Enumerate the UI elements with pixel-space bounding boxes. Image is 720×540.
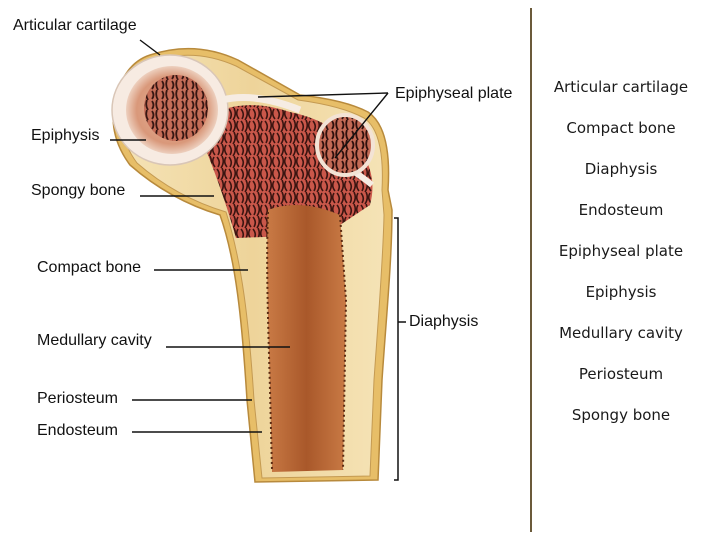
label-epiphysis: Epiphysis bbox=[31, 127, 99, 145]
label-endosteum: Endosteum bbox=[37, 422, 118, 440]
word-bank-item: Epiphyseal plate bbox=[541, 242, 701, 260]
word-bank-item: Articular cartilage bbox=[541, 78, 701, 96]
label-periosteum: Periosteum bbox=[37, 390, 118, 408]
label-articular-cartilage: Articular cartilage bbox=[13, 17, 137, 35]
word-bank-item: Compact bone bbox=[541, 119, 701, 137]
diaphysis-bracket bbox=[394, 218, 398, 480]
medullary-cavity-region bbox=[267, 205, 346, 472]
label-compact-bone: Compact bone bbox=[37, 259, 141, 277]
label-spongy-bone: Spongy bone bbox=[31, 182, 125, 200]
word-bank-item: Endosteum bbox=[541, 201, 701, 219]
word-bank-item: Medullary cavity bbox=[541, 324, 701, 342]
word-bank-item: Epiphysis bbox=[541, 283, 701, 301]
leader-articular-cartilage bbox=[140, 40, 160, 55]
word-bank-item: Diaphysis bbox=[541, 160, 701, 178]
label-medullary-cavity: Medullary cavity bbox=[37, 332, 152, 350]
label-epiphyseal-plate: Epiphyseal plate bbox=[395, 85, 512, 103]
label-diaphysis: Diaphysis bbox=[409, 313, 478, 331]
word-bank-item: Periosteum bbox=[541, 365, 701, 383]
femoral-head-spongy bbox=[144, 75, 208, 141]
word-bank-item: Spongy bone bbox=[541, 406, 701, 424]
